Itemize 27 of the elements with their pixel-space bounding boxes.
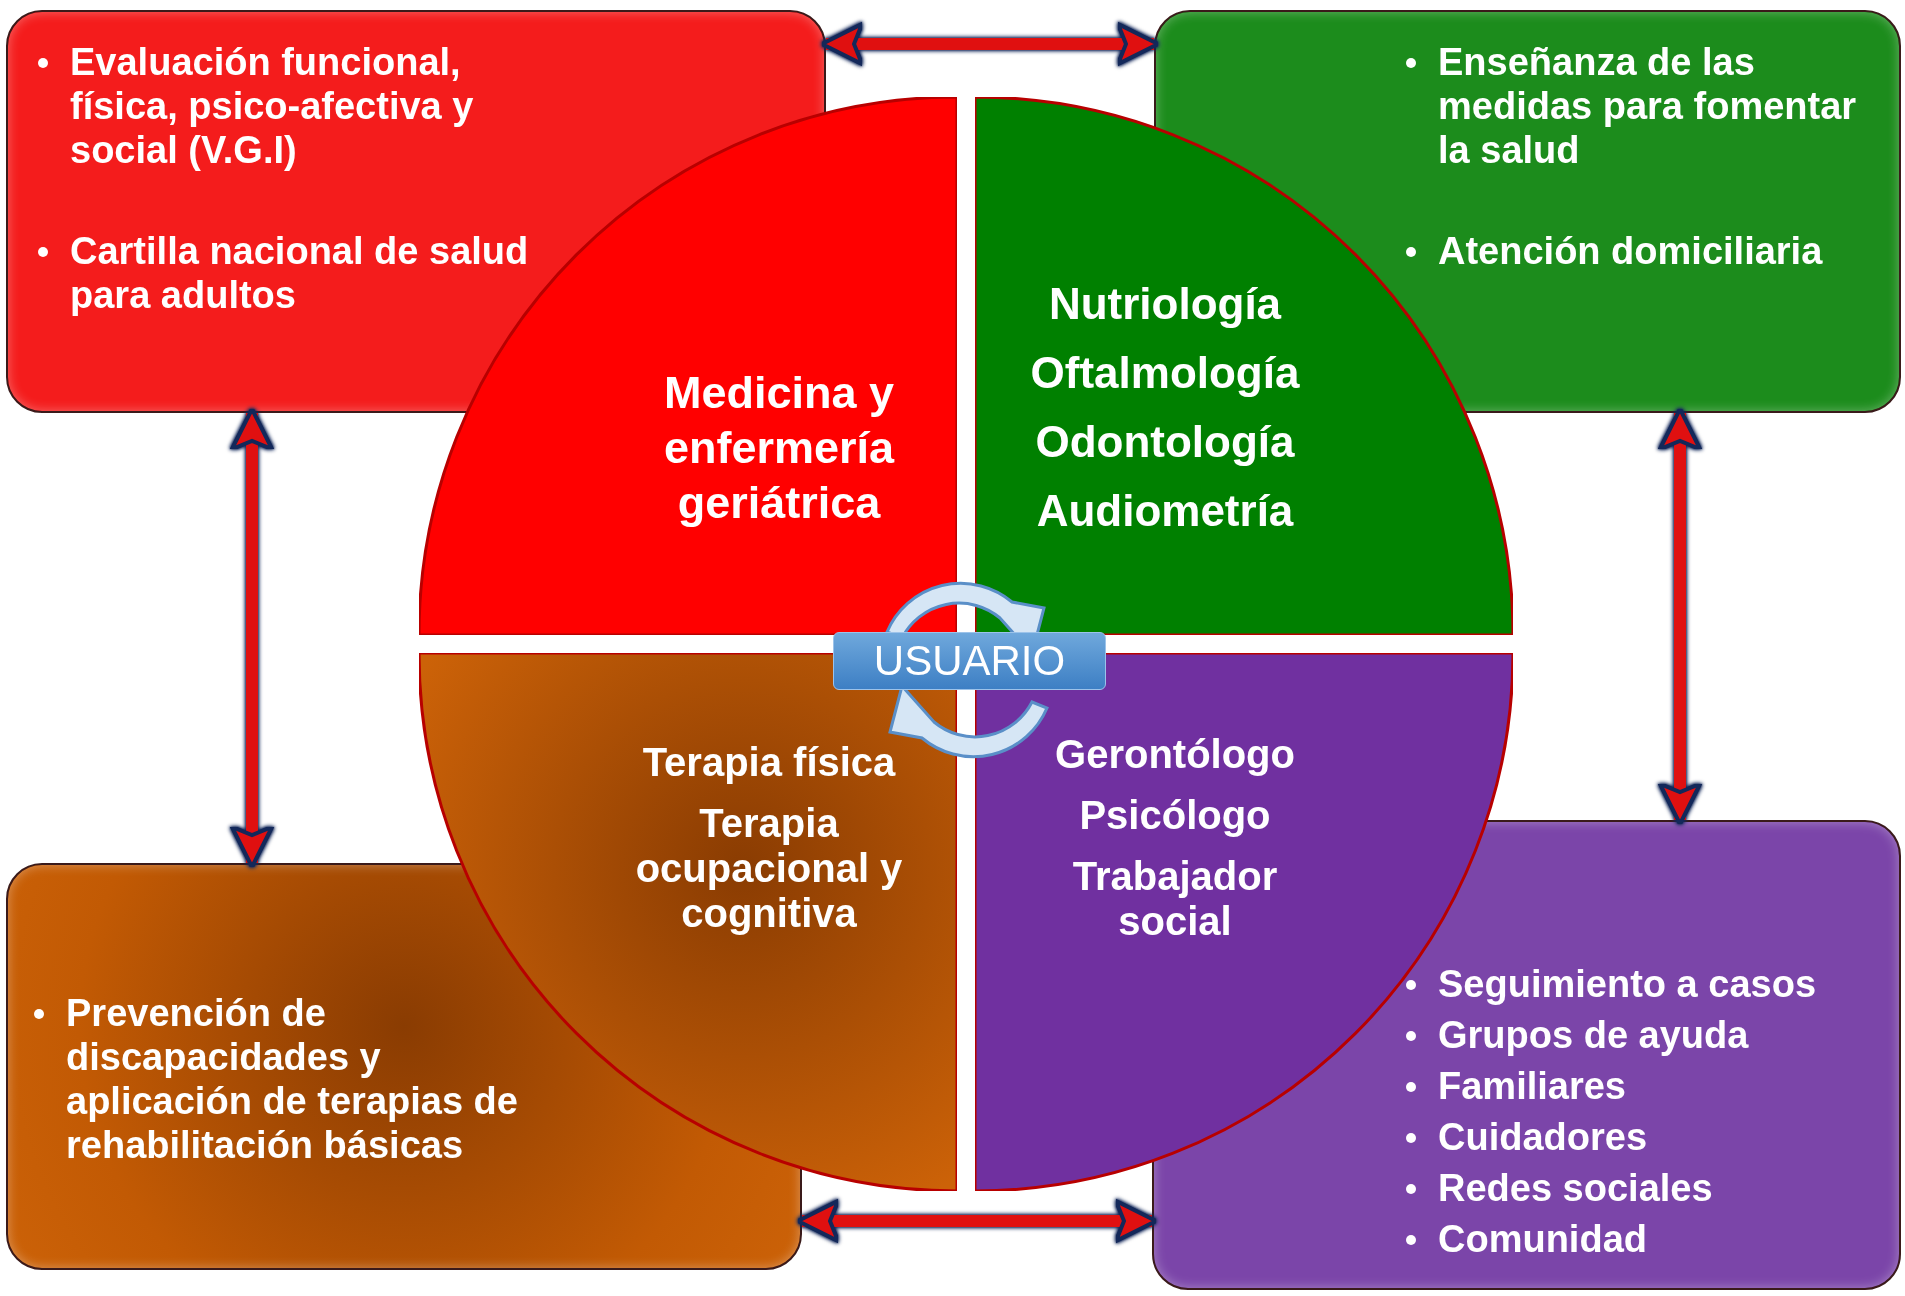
segment-text: Psicólogo (1079, 793, 1271, 838)
segment-text: Terapia física (642, 740, 896, 785)
bullet-text: Familiares (1438, 1064, 1626, 1108)
segment-text: Trabajador social (1071, 854, 1279, 944)
segment-text: Odontología (1035, 415, 1295, 468)
double-arrow (796, 1199, 1158, 1243)
segment-text: Oftalmología (1030, 346, 1300, 399)
center-label-box (833, 632, 1106, 690)
segment-text: Nutriología (1048, 277, 1282, 330)
segment-text: Medicina y enfermería geriátrica (662, 365, 896, 530)
bullet-text: Cuidadores (1438, 1115, 1648, 1159)
double-arrow (1658, 407, 1702, 826)
segment-text: Audiometría (1036, 484, 1294, 537)
double-arrow (230, 407, 274, 869)
bullet-text: Enseñanza de las medidas para fomentar la salud (1438, 40, 1858, 172)
bullet-text: Atención domiciliaria (1438, 229, 1823, 273)
center-label: USUARIO (873, 640, 1066, 682)
segment-text: Terapia ocupacional y cognitiva (634, 801, 904, 936)
bullet-text: Cartilla nacional de salud para adultos (70, 229, 530, 317)
segment-text: Gerontólogo (1055, 732, 1295, 777)
bullet-text: Prevención de discapacidades y aplicación de terapias de rehabilitación básicas (66, 991, 519, 1167)
bullet-text: Evaluación funcional, física, psico-afectiva y social (V.G.I) (70, 40, 475, 172)
bullet-text: Comunidad (1438, 1217, 1647, 1261)
bullet-text: Grupos de ayuda (1438, 1013, 1749, 1057)
double-arrow (820, 22, 1160, 66)
bullet-text: Redes sociales (1438, 1166, 1713, 1210)
bullet-text: Seguimiento a casos (1438, 962, 1816, 1006)
